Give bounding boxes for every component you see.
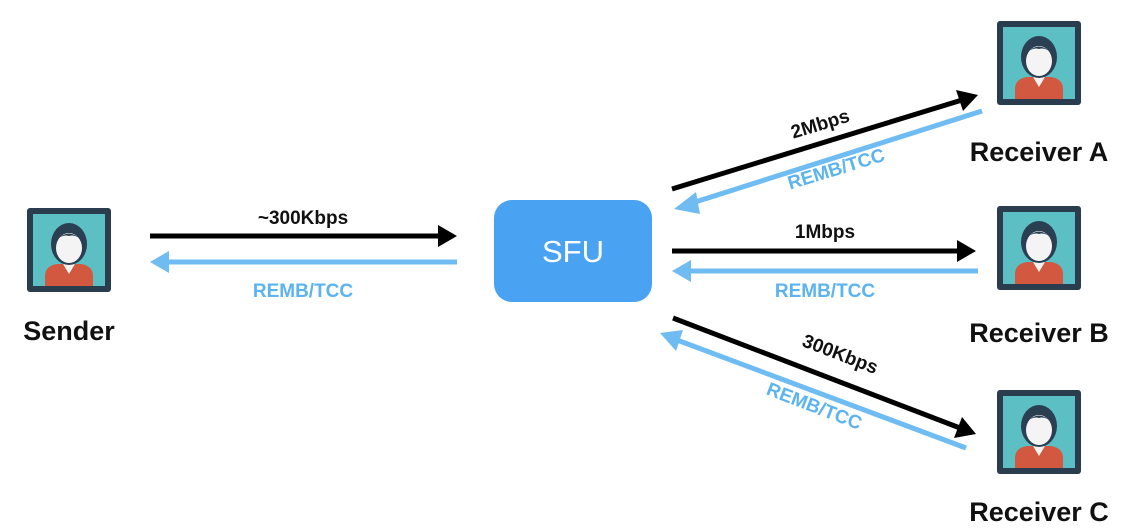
media-arrow: [672, 315, 961, 431]
link-sfu-receiver-a: 2Mbps REMB/TCC: [671, 90, 983, 214]
link-sender-sfu: ~300Kbps REMB/TCC: [150, 208, 457, 302]
user-avatar-icon: [27, 208, 111, 292]
sfu-box: [494, 200, 652, 302]
rate-label: 1Mbps: [795, 222, 855, 243]
receiver-a-label: Receiver A: [970, 137, 1109, 167]
receiver-b-label: Receiver B: [969, 318, 1109, 348]
feedback-arrow: [691, 108, 983, 206]
link-sfu-receiver-c: 300Kbps REMB/TCC: [660, 315, 976, 451]
feedback-arrowhead: [150, 251, 169, 273]
receiver-c-node: Receiver C: [969, 390, 1109, 527]
receiver-c-label: Receiver C: [969, 497, 1109, 527]
media-arrowhead: [954, 417, 976, 438]
media-arrowhead: [438, 225, 457, 247]
feedback-arrowhead: [672, 260, 691, 282]
feedback-label: REMB/TCC: [253, 281, 354, 302]
user-avatar-icon: [997, 390, 1081, 474]
sfu-label: SFU: [542, 234, 604, 269]
user-avatar-icon: [997, 206, 1081, 290]
user-avatar-icon: [997, 21, 1081, 105]
media-arrow: [671, 97, 963, 192]
media-arrowhead: [957, 240, 976, 262]
sender-node: Sender: [23, 208, 115, 346]
feedback-arrowhead: [674, 192, 700, 214]
feedback-label: REMB/TCC: [775, 281, 876, 302]
media-arrowhead: [956, 90, 978, 111]
rate-label: ~300Kbps: [258, 208, 348, 229]
sfu-node: SFU: [494, 200, 652, 302]
feedback-arrow: [676, 337, 967, 451]
sender-label: Sender: [23, 316, 115, 346]
feedback-label: REMB/TCC: [785, 145, 887, 194]
receiver-b-node: Receiver B: [969, 206, 1109, 348]
receiver-a-node: Receiver A: [970, 21, 1109, 167]
feedback-arrowhead: [660, 330, 683, 351]
link-sfu-receiver-b: 1Mbps REMB/TCC: [672, 222, 978, 302]
